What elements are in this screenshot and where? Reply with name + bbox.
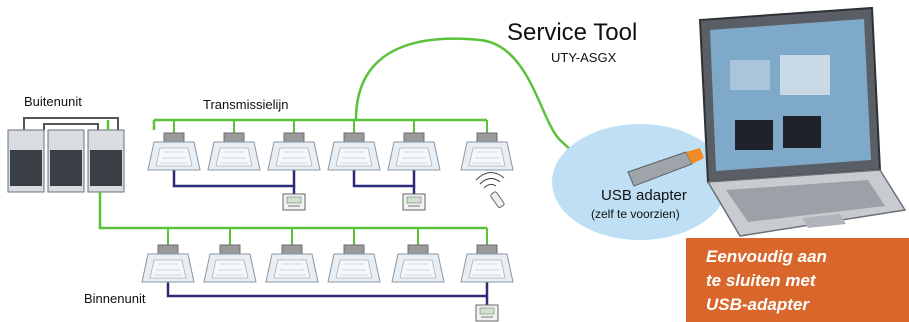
usb-adapter-label: USB adapter [601, 187, 687, 204]
callout-line-1: Eenvoudig aan [706, 247, 827, 266]
transmission-line-label: Transmissielijn [203, 97, 288, 112]
indoor-unit-label: Binnenunit [84, 291, 146, 306]
usb-adapter-icon [627, 148, 704, 187]
wireless-remote-icon [475, 172, 505, 208]
indoor-unit-row-bottom [141, 244, 514, 283]
laptop-icon [698, 6, 907, 237]
callout-box: Eenvoudig aan te sluiten met USB-adapter [686, 238, 909, 322]
indoor-unit-row-top [147, 132, 514, 171]
callout-line-2: te sluiten met [706, 271, 817, 290]
service-tool-title: Service Tool [507, 19, 637, 46]
service-tool-model: UTY-ASGX [551, 50, 617, 65]
usb-adapter-note: (zelf te voorzien) [591, 207, 680, 221]
outdoor-unit-icon [7, 117, 125, 193]
outdoor-unit-label: Buitenunit [24, 94, 82, 109]
remote-wiring [166, 168, 489, 306]
callout-line-3: USB-adapter [706, 295, 810, 314]
